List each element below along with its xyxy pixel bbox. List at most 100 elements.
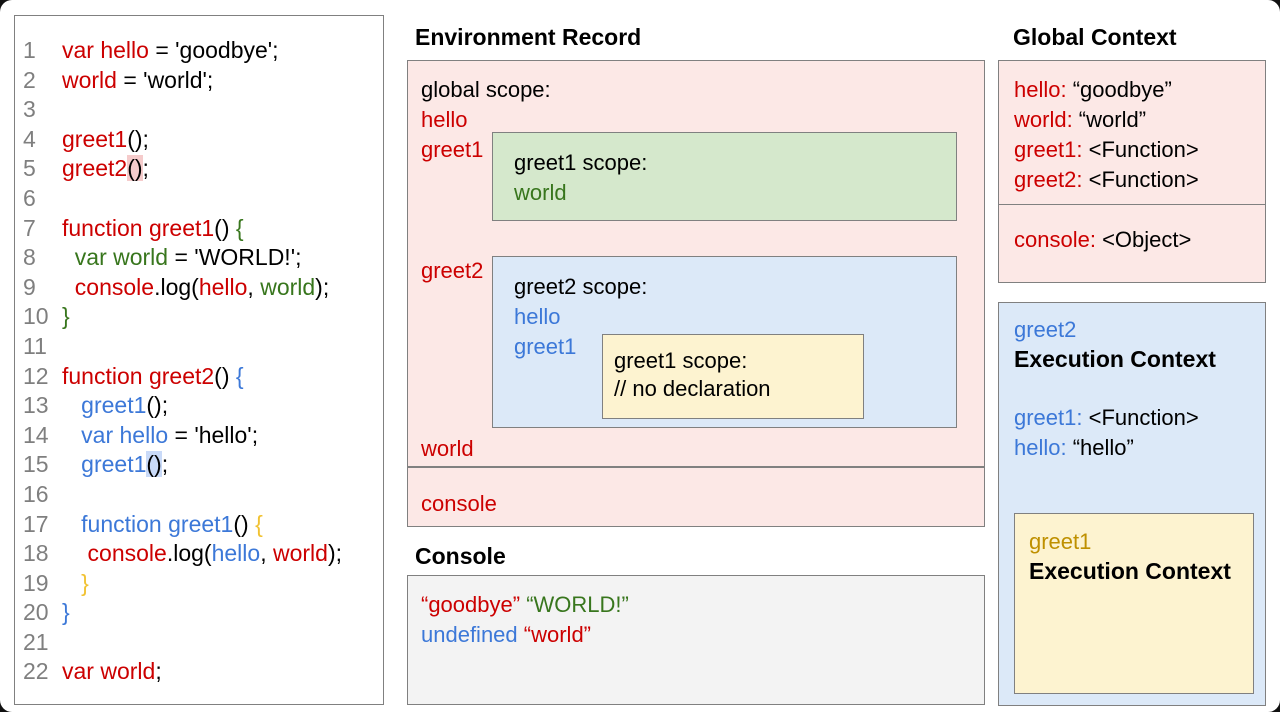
code-line: 14 var hello = 'hello'; bbox=[15, 421, 383, 451]
code-line: 5 greet2(); bbox=[15, 154, 383, 184]
console-title: Console bbox=[415, 543, 506, 569]
code-text: } bbox=[62, 599, 70, 626]
code-text: greet2(); bbox=[62, 155, 149, 182]
line-number: 2 bbox=[23, 66, 36, 93]
console-output-line: undefined “world” bbox=[421, 622, 592, 647]
code-text: greet1(); bbox=[62, 392, 169, 419]
code-editor-panel: 1 var hello = 'goodbye'; 2 world = 'worl… bbox=[14, 15, 384, 705]
greet2-scope-box: greet2 scope: hello greet1 greet1 scope:… bbox=[492, 256, 957, 428]
code-line: 8 var world = 'WORLD!'; bbox=[15, 243, 383, 273]
global-scope-box: global scope: hello greet1 greet1 scope:… bbox=[407, 60, 985, 467]
global-scope-var-hello: hello bbox=[421, 107, 468, 132]
inner-greet1-scope-label: greet1 scope: bbox=[614, 348, 748, 373]
code-line: 12 function greet2() { bbox=[15, 362, 383, 392]
line-number: 14 bbox=[23, 421, 49, 448]
console-output-lines: “goodbye” “WORLD!” undefined “world” bbox=[421, 590, 629, 650]
greet1-scope-box: greet1 scope: world bbox=[492, 132, 957, 221]
console-output-line: “goodbye” “WORLD!” bbox=[421, 592, 629, 617]
line-number: 7 bbox=[23, 214, 36, 241]
line-number: 6 bbox=[23, 184, 36, 211]
greet2-execution-context-name: greet2 bbox=[1014, 317, 1077, 342]
code-line: 15 greet1(); bbox=[15, 450, 383, 480]
code-line: 22 var world; bbox=[15, 657, 383, 687]
environment-record-title: Environment Record bbox=[415, 24, 642, 50]
console-output-box: “goodbye” “WORLD!” undefined “world” bbox=[407, 575, 985, 705]
code-line: 7 function greet1() { bbox=[15, 214, 383, 244]
code-line: 9 console.log(hello, world); bbox=[15, 273, 383, 303]
code-text: var hello = 'hello'; bbox=[62, 421, 259, 448]
line-number: 5 bbox=[23, 155, 36, 182]
line-number: 13 bbox=[23, 392, 49, 419]
greet2-execution-context-box: greet2 Execution Context greet1: <Functi… bbox=[998, 302, 1266, 706]
greet2-execution-context-title: Execution Context bbox=[1014, 346, 1216, 372]
global-scope-var-greet1: greet1 bbox=[421, 137, 484, 162]
greet2-scope-var-greet1: greet1 bbox=[514, 334, 577, 359]
line-number: 11 bbox=[23, 332, 47, 359]
code-line: 10 } bbox=[15, 302, 383, 332]
global-context-entry: greet1: <Function> bbox=[1014, 137, 1199, 162]
line-number: 21 bbox=[23, 628, 49, 655]
code-line: 16 bbox=[15, 480, 383, 510]
global-context-console-entry: console: <Object> bbox=[1014, 226, 1192, 252]
code-text: var world; bbox=[62, 658, 162, 685]
line-number: 15 bbox=[23, 451, 49, 478]
global-context-entry: greet2: <Function> bbox=[1014, 167, 1199, 192]
code-line: 6 bbox=[15, 184, 383, 214]
console-scope-var: console bbox=[421, 491, 497, 516]
greet2-context-entry-greet1: greet1: <Function> bbox=[1014, 405, 1199, 430]
global-scope-var-greet2: greet2 bbox=[421, 258, 484, 283]
code-line: 18 console.log(hello, world); bbox=[15, 539, 383, 569]
code-text: function greet2() { bbox=[62, 362, 244, 389]
code-text: var world = 'WORLD!'; bbox=[62, 244, 302, 271]
greet1-execution-context-title: Execution Context bbox=[1029, 558, 1231, 584]
code-text: console.log(hello, world); bbox=[62, 273, 330, 300]
line-number: 20 bbox=[23, 599, 49, 626]
global-context-entry: hello: “goodbye” bbox=[1014, 77, 1172, 102]
global-context-box: hello: “goodbye” world: “world” greet1: … bbox=[998, 60, 1266, 283]
greet1-execution-context-name: greet1 bbox=[1029, 529, 1092, 554]
code-text: greet1(); bbox=[62, 451, 169, 478]
line-number: 10 bbox=[23, 303, 49, 330]
line-number: 16 bbox=[23, 480, 49, 507]
code-line: 13 greet1(); bbox=[15, 391, 383, 421]
code-text: function greet1() { bbox=[62, 214, 244, 241]
code-line: 11 bbox=[15, 332, 383, 362]
greet1-execution-context-box: greet1 Execution Context bbox=[1014, 513, 1254, 694]
code-line: 4 greet1(); bbox=[15, 125, 383, 155]
greet1-scope-var-world: world bbox=[514, 180, 567, 205]
code-line: 17 function greet1() { bbox=[15, 510, 383, 540]
code-text: world = 'world'; bbox=[62, 66, 214, 93]
inner-greet1-scope-box: greet1 scope: // no declaration bbox=[602, 334, 864, 419]
global-scope-label: global scope: bbox=[421, 77, 551, 102]
code-text: var hello = 'goodbye'; bbox=[62, 37, 279, 63]
code-line: 19 } bbox=[15, 569, 383, 599]
line-number: 17 bbox=[23, 510, 49, 537]
console-scope-box: console bbox=[407, 467, 985, 527]
code-text: greet1(); bbox=[62, 125, 149, 152]
line-number: 1 bbox=[23, 37, 36, 63]
greet2-scope-label: greet2 scope: bbox=[514, 274, 648, 299]
line-number: 19 bbox=[23, 569, 49, 596]
greet2-scope-var-hello: hello bbox=[514, 304, 561, 329]
line-number: 22 bbox=[23, 658, 49, 685]
line-number: 18 bbox=[23, 540, 49, 567]
line-number: 8 bbox=[23, 244, 36, 271]
greet1-scope-label: greet1 scope: bbox=[514, 150, 648, 175]
global-context-title: Global Context bbox=[1013, 24, 1177, 50]
code-line: 21 bbox=[15, 628, 383, 658]
global-context-entry: world: “world” bbox=[1014, 107, 1147, 132]
line-number: 4 bbox=[23, 125, 36, 152]
code-text: } bbox=[62, 303, 70, 330]
line-number: 9 bbox=[23, 273, 36, 300]
global-context-entries: hello: “goodbye” world: “world” greet1: … bbox=[1014, 75, 1199, 195]
code-text: } bbox=[62, 569, 89, 596]
line-number: 3 bbox=[23, 96, 36, 123]
inner-greet1-scope-comment: // no declaration bbox=[614, 376, 771, 401]
code-text: console.log(hello, world); bbox=[62, 540, 343, 567]
line-number: 12 bbox=[23, 362, 49, 389]
code-line: 2 world = 'world'; bbox=[15, 66, 383, 96]
code-text: function greet1() { bbox=[62, 510, 263, 537]
code-line: 3 bbox=[15, 95, 383, 125]
greet2-context-entry-hello: hello: “hello” bbox=[1014, 435, 1134, 460]
